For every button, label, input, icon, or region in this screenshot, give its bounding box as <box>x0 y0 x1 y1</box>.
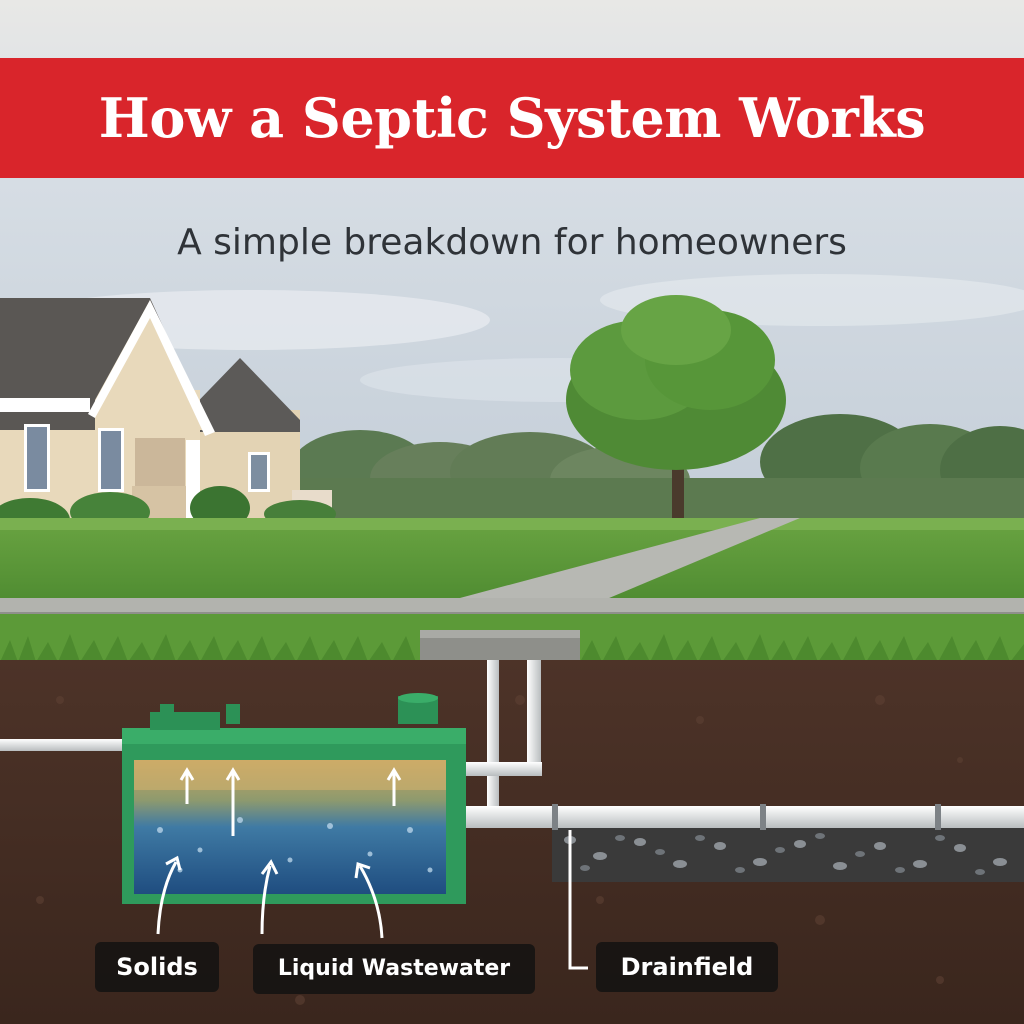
sidewalk <box>0 598 1024 614</box>
gravel-icon <box>552 826 1024 882</box>
distribution-pipe <box>460 806 1024 828</box>
liquid-wastewater-label: Liquid Wastewater <box>253 944 535 994</box>
tree-icon <box>566 295 786 524</box>
vent-pipe <box>487 660 499 808</box>
walkway <box>430 518 800 606</box>
inlet-pipe <box>0 739 124 751</box>
drainfield-label: Drainfield <box>596 942 778 992</box>
page-subtitle: A simple breakdown for homeowners <box>177 222 847 263</box>
tee-pipe <box>460 762 542 776</box>
lawn-far <box>0 518 1024 530</box>
grass-blades <box>0 634 1024 662</box>
riser-pipe <box>527 660 541 770</box>
arrow-icon <box>156 767 588 970</box>
page-title: How a Septic System Works <box>98 86 926 150</box>
bubbles <box>157 817 433 873</box>
title-banner: How a Septic System Works <box>0 58 1024 178</box>
solids-label: Solids <box>95 942 219 992</box>
